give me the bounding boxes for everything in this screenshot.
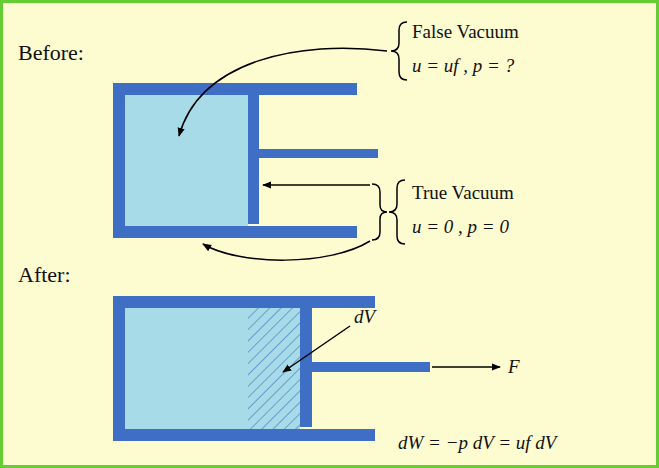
work-equation: dW = −p dV = uf dV xyxy=(398,432,556,454)
force-label: F xyxy=(508,356,520,378)
section-heading: After: xyxy=(18,262,71,287)
cylinder-bottom-wall xyxy=(113,429,375,441)
cylinder-bottom-wall xyxy=(113,226,357,238)
false-vacuum-fill xyxy=(125,308,300,429)
pointer-arrow xyxy=(179,48,387,136)
state-values: u = uf , p = ? xyxy=(412,55,514,77)
force-arrow xyxy=(432,366,500,368)
pointer-arrow xyxy=(263,184,370,186)
piston-rod xyxy=(259,149,378,158)
brace xyxy=(389,180,405,244)
cylinder-end-wall xyxy=(113,83,125,238)
brace xyxy=(372,184,387,240)
piston-plate xyxy=(248,95,259,224)
false-vacuum-fill xyxy=(125,95,248,226)
cylinder-end-wall xyxy=(113,296,125,441)
region-name: False Vacuum xyxy=(412,21,519,43)
cylinder-top-wall xyxy=(113,296,375,308)
volume-hatch xyxy=(248,308,300,429)
leader-arrow xyxy=(283,326,350,372)
cylinder-top-wall xyxy=(113,83,357,95)
piston-rod xyxy=(312,362,430,372)
piston-plate xyxy=(300,308,312,427)
volume-label: dV xyxy=(354,306,375,328)
pointer-arrow xyxy=(203,241,370,260)
state-values: u = 0 , p = 0 xyxy=(412,216,509,238)
region-name: True Vacuum xyxy=(412,182,514,204)
brace xyxy=(391,22,407,80)
section-heading: Before: xyxy=(18,40,84,65)
